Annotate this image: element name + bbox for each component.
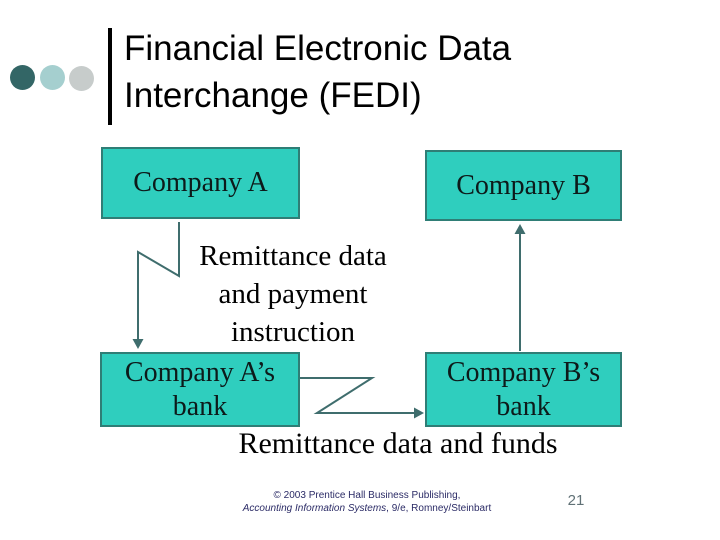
flow-label-payment-instruction-line1: Remittance data [199, 240, 387, 272]
flow-label-funds: Remittance data and funds [238, 427, 558, 460]
slide-title-line2: Interchange (FEDI) [124, 76, 422, 115]
diagram-box-company-a: Company A [101, 147, 300, 219]
footer-citation-rest: , 9/e, Romney/Steinbart [386, 503, 492, 514]
flow-label-payment-instruction-line3: instruction [230, 316, 356, 348]
box-label-company-a-bank-line1: Company A’s [124, 356, 276, 388]
diagram-box-company-b: Company B [425, 150, 622, 221]
page-number: 21 [567, 492, 585, 509]
footer-citation: © 2003 Prentice Hall Business Publishing… [217, 489, 517, 515]
title-divider-line [108, 28, 112, 125]
footer-citation-line: Accounting Information Systems, 9/e, Rom… [217, 502, 517, 515]
box-label-company-a: Company A [133, 167, 268, 198]
box-label-company-a-bank: Company A’s bank [125, 356, 275, 424]
accent-dot-dark [10, 65, 35, 90]
accent-dot-gray [69, 66, 94, 91]
connector-company-a-to-bank-a [132, 222, 180, 349]
box-label-company-a-bank-line2: bank [172, 390, 228, 422]
connector-line-down [137, 222, 180, 340]
footer-book-title: Accounting Information Systems [242, 503, 387, 514]
footer-copyright-line: © 2003 Prentice Hall Business Publishing… [273, 490, 461, 501]
connector-bank-b-to-company-b [514, 224, 526, 351]
accent-dot-light [40, 65, 65, 90]
slide-title-line1: Financial Electronic Data [124, 29, 512, 68]
arrowhead-up-icon [514, 224, 526, 234]
flow-label-payment-instruction-line2: and payment [218, 278, 368, 310]
connector-bank-a-to-bank-b [300, 377, 424, 419]
slide-title: Financial Electronic Data Interchange (F… [124, 25, 511, 119]
arrowhead-right-icon [414, 407, 424, 419]
flow-label-payment-instruction: Remittance data and payment instruction [173, 237, 413, 351]
arrowhead-down-icon [132, 339, 144, 349]
diagram-box-company-b-bank: Company B’s bank [425, 352, 622, 427]
box-label-company-b: Company B [456, 169, 591, 201]
diagram-box-company-a-bank: Company A’s bank [100, 352, 300, 427]
connector-line-right [300, 377, 415, 414]
box-label-company-b-bank-line1: Company B’s [446, 356, 601, 388]
box-label-company-b-bank-line2: bank [496, 390, 551, 422]
box-label-company-b-bank: Company B’s bank [447, 356, 600, 424]
